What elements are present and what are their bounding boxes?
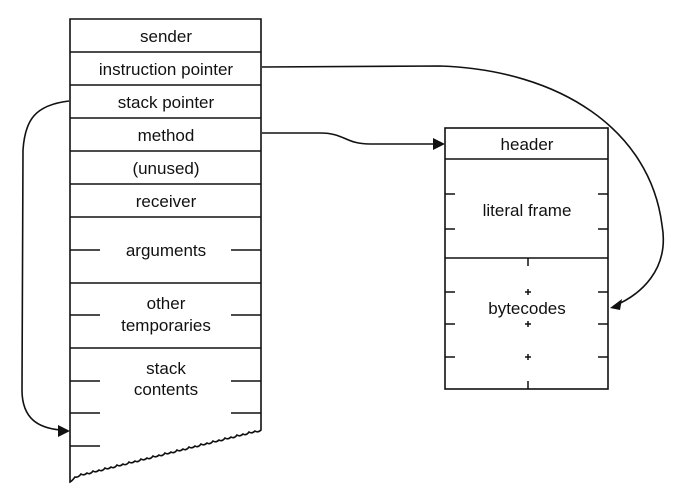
arrowhead-icon — [433, 138, 445, 150]
field-instruction-pointer: instruction pointer — [99, 60, 234, 79]
context-frame: sender instruction pointer stack pointer… — [69, 18, 262, 484]
context-frame-outline — [69, 18, 262, 484]
arrowhead-icon — [58, 425, 70, 437]
arrowhead-icon — [610, 299, 622, 310]
field-other-temporaries-line2: temporaries — [121, 316, 211, 335]
arrow-method-to-header — [262, 132, 445, 150]
arrow-stack-pointer-to-stack-contents — [21, 100, 70, 437]
field-stack-pointer: stack pointer — [118, 93, 215, 112]
field-header: header — [501, 135, 554, 154]
field-arguments: arguments — [126, 241, 206, 260]
field-sender: sender — [140, 27, 192, 46]
byte-markers — [525, 258, 531, 389]
method-slot-ticks — [445, 193, 608, 358]
field-bytecodes: bytecodes — [488, 299, 566, 318]
field-unused: (unused) — [132, 159, 199, 178]
field-other-temporaries-line1: other — [147, 294, 186, 313]
slot-ticks — [70, 249, 261, 447]
field-receiver: receiver — [136, 192, 197, 211]
arrow-instruction-pointer-to-bytecodes — [261, 65, 665, 310]
field-stack-contents-line1: stack — [146, 359, 186, 378]
compiled-method: header literal frame bytecodes — [444, 127, 609, 390]
field-literal-frame: literal frame — [483, 201, 572, 220]
field-stack-contents-line2: contents — [134, 380, 198, 399]
field-method: method — [138, 126, 195, 145]
